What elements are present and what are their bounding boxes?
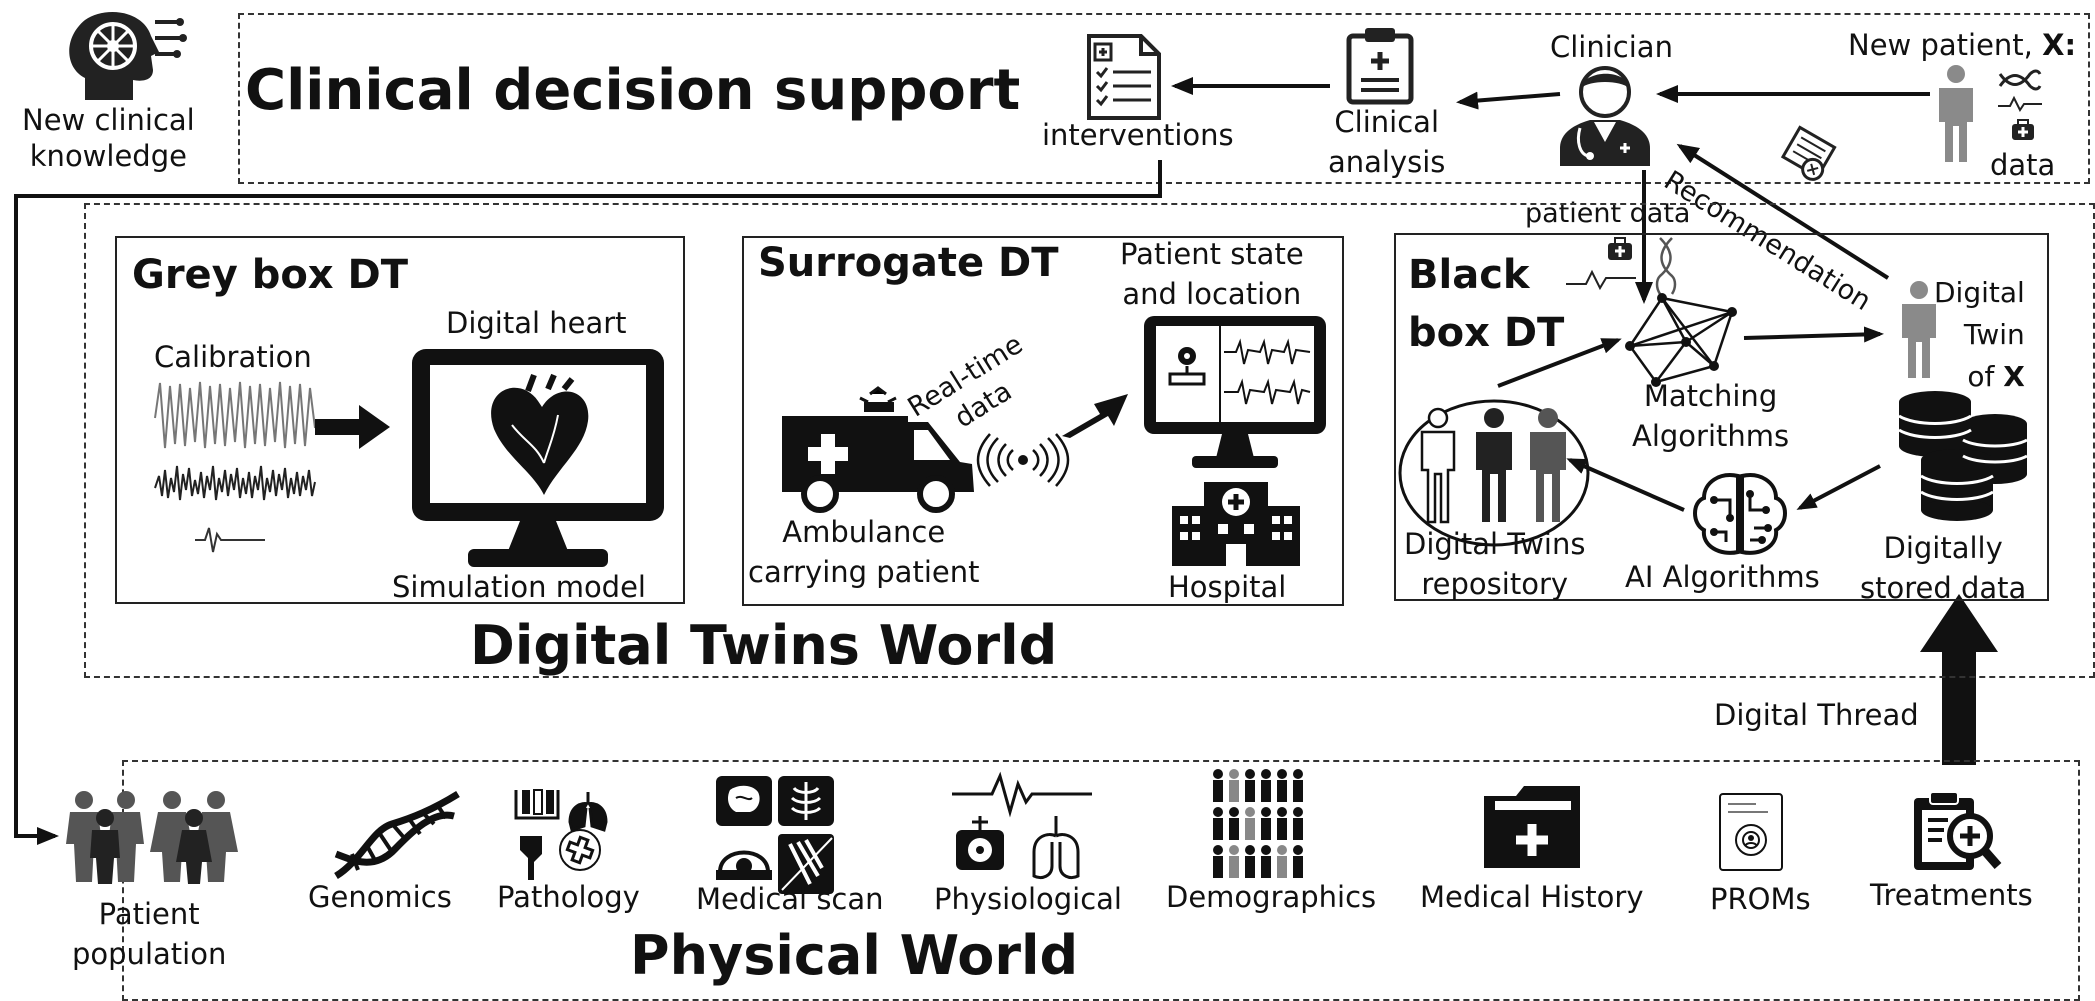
hospital-icon [1172,482,1300,566]
physiological-icon [952,771,1092,880]
digital-twins-world-box [84,203,2095,678]
proms-document-icon [1719,793,1783,871]
medical-record-small-icon [2012,119,2034,140]
proms-label: PROMs [1710,882,1811,916]
clinician-label: Clinician [1550,30,1673,64]
patient-record-icon [1608,237,1632,260]
digital-thread-label: Digital Thread [1714,698,1919,732]
surrogate-title: Surrogate DT [758,240,1059,286]
database-icon [1898,391,2028,521]
realtime-arrow-icon [1062,394,1128,438]
calibration-label: Calibration [154,340,312,374]
dna-helix-icon [334,791,460,879]
pathology-icon [514,789,608,880]
cds-title: Clinical decision support [245,58,1021,123]
wireless-signal-icon [976,433,1070,487]
ambulance-icon [782,386,974,513]
medical-scan-icon [716,776,834,894]
clipboard-icon [1346,28,1414,105]
digital-twin-x-label: Digital Twin of X [1934,276,2025,393]
demographics-icon [1213,769,1303,878]
interventions-label: interventions [1042,118,1234,152]
new-knowledge-label: New clinical knowledge [22,103,195,173]
physical-world-title: Physical World [630,924,1079,987]
physiological-label: Physiological [934,882,1122,916]
ambulance-label: Ambulance carrying patient [748,515,980,589]
patient-state-label: Patient state and location [1120,237,1304,311]
digital-twins-world-title: Digital Twins World [470,614,1058,677]
demographics-label: Demographics [1166,880,1377,914]
treatments-label: Treatments [1870,878,2033,912]
repository-icon [1398,399,1590,547]
network-icon [1625,293,1737,387]
digital-heart-label: Digital heart [446,306,627,340]
calibration-signal-icon [154,381,316,553]
genomics-label: Genomics [308,880,452,914]
medical-scan-label: Medical scan [696,882,884,916]
interventions-document-icon [1087,34,1161,120]
black-box-dt-panel [1394,233,2049,601]
data-label: data [1990,148,2056,182]
clinical-decision-support-box [238,13,2090,184]
recommendation-record-icon [1780,125,1837,181]
pathology-label: Pathology [497,880,640,914]
ai-algorithms-label: AI Algorithms [1625,560,1820,594]
digitally-stored-label: Digitally stored data [1860,531,2027,605]
simulation-model-label: Simulation model [392,570,646,604]
clinician-icon [1560,66,1650,166]
knowledge-head-icon [69,12,187,101]
pulse-small-icon [1998,95,2042,112]
black-box-title: Black box DT [1408,252,1565,356]
hospital-label: Hospital [1168,570,1287,604]
new-patient-label: New patient, X: [1848,28,2077,62]
grey-box-title: Grey box DT [132,252,409,298]
pulse-icon [1566,269,1636,291]
matching-algorithms-label: Matching Algorithms [1632,379,1790,453]
medical-history-label: Medical History [1420,880,1644,914]
patient-population-icon [66,791,238,884]
surrogate-dt-panel [742,236,1344,606]
patient-population-label: Patient population [72,897,227,971]
treatments-clipboard-icon [1914,791,2002,870]
dna-small-icon [1998,69,2042,91]
repository-label: Digital Twins repository [1404,527,1586,601]
grey-box-dt-panel [115,236,685,604]
medical-history-folder-icon [1484,786,1580,868]
monitor-heart-icon [412,349,664,567]
right-arrow-icon [315,405,390,449]
digital-twin-person-icon [1902,281,1936,378]
dna-icon [1655,237,1677,295]
ai-brain-icon [1693,473,1787,555]
monitor-ecg-icon [1144,316,1326,468]
clinical-analysis-label: Clinical analysis [1328,105,1446,179]
new-patient-person-icon [1939,65,1973,162]
